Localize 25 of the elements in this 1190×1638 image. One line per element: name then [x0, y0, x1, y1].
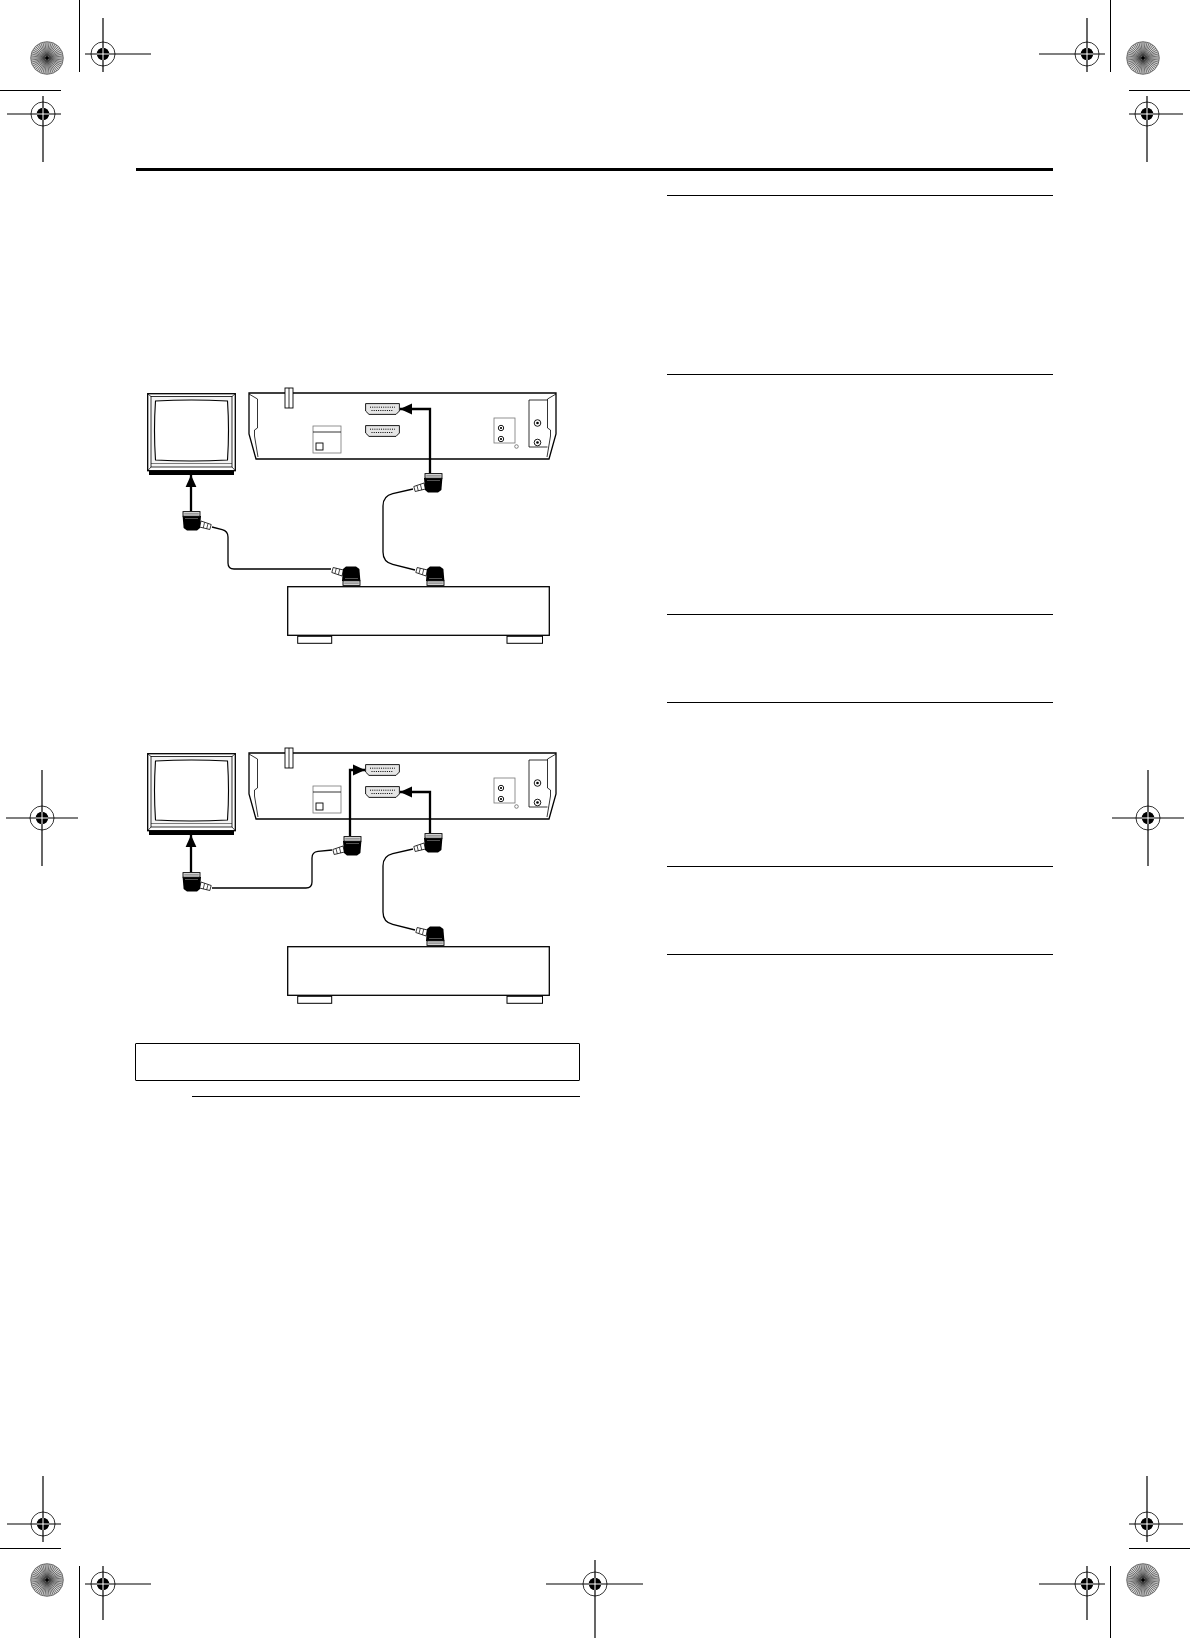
scart-socket-icon	[365, 403, 400, 415]
scart-plug-icon	[413, 833, 443, 853]
scart-plug-icon	[332, 836, 362, 856]
connection-arrow	[185, 475, 197, 511]
cable-line	[382, 488, 416, 571]
scart-socket-icon	[365, 764, 400, 776]
scart-socket-icon	[365, 786, 400, 798]
cable-line	[382, 848, 416, 931]
connection-arrow	[348, 764, 365, 836]
television-drawing	[147, 753, 236, 835]
connection-arrow	[400, 786, 432, 833]
cable-line	[211, 849, 333, 889]
scart-plug-icon	[331, 566, 361, 586]
scart-plug-icon	[415, 926, 445, 946]
scart-socket-icon	[365, 425, 400, 437]
scart-plug-icon	[182, 872, 212, 892]
scart-plug-icon	[413, 473, 443, 493]
device-box	[287, 586, 550, 644]
connection-arrow	[400, 403, 432, 473]
cable-line	[211, 526, 332, 570]
scart-plug-icon	[415, 566, 445, 586]
device-box	[287, 946, 550, 1004]
scart-plug-icon	[182, 511, 212, 531]
connection-arrow	[185, 835, 197, 872]
television-drawing	[147, 393, 236, 475]
